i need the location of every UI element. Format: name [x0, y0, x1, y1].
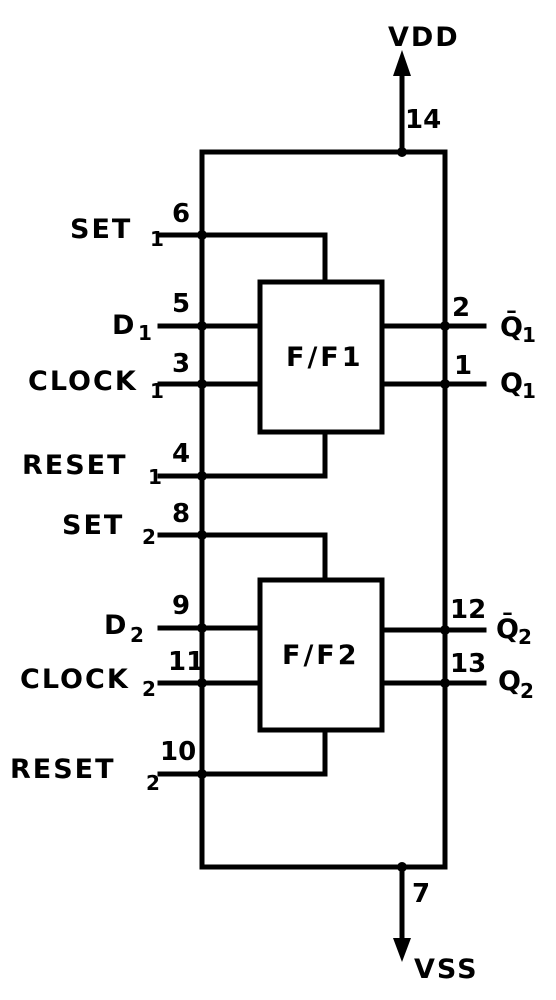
q1-junction: [440, 379, 450, 389]
set1-wire: [157, 232, 328, 285]
set1-junction: [197, 230, 207, 240]
reset1-label: RESET: [22, 450, 128, 481]
vss-label: VSS: [414, 954, 479, 985]
reset1-wire: [157, 429, 328, 479]
reset1-subscript: 1: [148, 465, 162, 489]
set1-label: SET: [70, 214, 132, 245]
qbar1-pin-number: 2: [452, 293, 470, 323]
clock1-label: CLOCK: [28, 366, 138, 397]
flipflop-2-label: F/F2: [282, 640, 360, 671]
vss-pin-number: 7: [412, 879, 430, 909]
reset2-wire: [157, 727, 328, 777]
clock1-subscript: 1: [150, 379, 164, 403]
reset1-pin-number: 4: [172, 439, 190, 469]
clock2-junction: [197, 678, 207, 688]
reset1-junction: [197, 471, 207, 481]
clock2-subscript: 2: [142, 677, 156, 701]
set1-pin-number: 6: [172, 199, 190, 229]
reset2-subscript: 2: [146, 771, 160, 795]
d1-label: D: [112, 310, 136, 341]
flipflop-2-block: [257, 577, 385, 733]
set2-wire: [157, 532, 328, 583]
qbar2-subscript: 2: [518, 625, 532, 649]
reset2-junction: [197, 769, 207, 779]
flipflop-1-block: [257, 279, 385, 435]
vss-arrow-icon: [393, 938, 411, 962]
vdd-junction: [397, 147, 407, 157]
q1-pin-number: 1: [454, 351, 472, 381]
clock2-pin-number: 11: [168, 647, 204, 677]
d1-subscript: 1: [138, 321, 152, 345]
package-outline: [199, 149, 448, 870]
reset2-pin-number: 10: [160, 737, 196, 767]
clock1-pin-number: 3: [172, 349, 190, 379]
clock2-label: CLOCK: [20, 664, 130, 695]
vdd-label: VDD: [388, 22, 460, 53]
flipflop-1: F/F1 SET 1 6 D 1 5 CLOCK 1 3 RESET 1 4 2…: [22, 199, 536, 489]
qbar2-label: Q̄: [496, 612, 521, 645]
vdd-arrow-icon: [393, 50, 411, 76]
set1-subscript: 1: [150, 227, 164, 251]
qbar2-junction: [440, 625, 450, 635]
d1-pin-number: 5: [172, 289, 190, 319]
d2-pin-number: 9: [172, 591, 190, 621]
d2-junction: [197, 623, 207, 633]
q1-subscript: 1: [522, 379, 536, 403]
d2-subscript: 2: [130, 623, 144, 647]
vss-junction: [397, 862, 407, 872]
q1-label: Q: [500, 368, 525, 399]
flipflop-2: F/F2 SET 2 8 D 2 9 CLOCK 2 11 RESET 2 10…: [10, 499, 534, 795]
qbar2-pin-number: 12: [450, 595, 486, 625]
set2-pin-number: 8: [172, 499, 190, 529]
qbar1-subscript: 1: [522, 323, 536, 347]
reset2-label: RESET: [10, 754, 116, 785]
vdd-pin-number: 14: [405, 105, 441, 135]
q2-junction: [440, 678, 450, 688]
set2-subscript: 2: [142, 525, 156, 549]
q2-label: Q: [498, 666, 523, 697]
qbar1-label: Q̄: [500, 310, 525, 343]
q2-pin-number: 13: [450, 649, 486, 679]
flipflop-1-label: F/F1: [286, 342, 364, 373]
q2-subscript: 2: [520, 679, 534, 703]
set2-junction: [197, 530, 207, 540]
clock1-junction: [197, 379, 207, 389]
set2-label: SET: [62, 510, 124, 541]
d2-label: D: [104, 610, 128, 641]
d1-junction: [197, 321, 207, 331]
qbar1-junction: [440, 321, 450, 331]
